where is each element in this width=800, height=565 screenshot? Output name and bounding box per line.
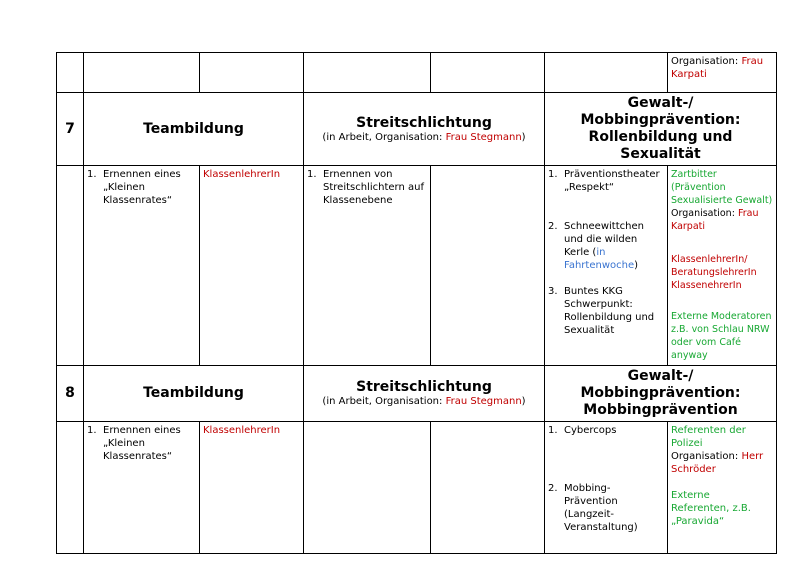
cell-empty: [83, 52, 200, 93]
header-gewaltpraevention: Gewalt-/ Mobbingprävention: Mobbingpräve…: [544, 365, 777, 422]
section-7-content: 1. Ernennen eines „Kleinen Klassenrates“…: [56, 165, 777, 366]
org-label: Organisation:: [671, 56, 739, 67]
cell-gewalt-resp: Referenten der Polizei Organisation: Her…: [667, 421, 777, 554]
section-7-header: 7 Teambildung Streitschlichtung (in Arbe…: [56, 92, 777, 166]
list-item: 1. Cybercops: [548, 425, 617, 436]
cell-top-org: Organisation: Frau Karpati: [667, 52, 777, 93]
cell-empty: [303, 52, 431, 93]
list-item: 1. Ernennen von Streitschlichtern auf Kl…: [307, 169, 424, 206]
cell-empty: [199, 52, 304, 93]
header-gewaltpraevention: Gewalt-/ Mobbingprävention: Rollenbildun…: [544, 92, 777, 166]
header-title: Rollenbildung und Sexualität: [588, 129, 733, 162]
header-title: Gewalt-/ Mobbingprävention:: [580, 368, 741, 401]
header-streitschlichtung: Streitschlichtung (in Arbeit, Organisati…: [303, 365, 545, 422]
header-subtitle: (in Arbeit, Organisation: Frau Stegmann): [322, 131, 526, 143]
cell-gewalt-items: 1. Präventionstheater „Respekt“ 2. Schne…: [544, 165, 668, 366]
org-name: Frau: [741, 56, 764, 67]
organizer-name: Frau Stegmann: [445, 396, 522, 407]
table-row-top: Organisation: Frau Karpati: [56, 52, 777, 93]
cell-empty: [56, 421, 84, 554]
cell-empty: [56, 165, 84, 366]
organizer-name: Frau Stegmann: [445, 131, 522, 143]
section-number: 7: [56, 92, 84, 166]
header-title: Gewalt-/ Mobbingprävention:: [580, 95, 741, 128]
document-page: Organisation: Frau Karpati 7 Teambildung…: [56, 52, 777, 554]
section-8-content: 1. Ernennen eines „Kleinen Klassenrates“…: [56, 421, 777, 554]
cell-empty: [430, 52, 545, 93]
cell-empty: [430, 421, 545, 554]
cell-empty: [303, 421, 431, 554]
section-8-header: 8 Teambildung Streitschlichtung (in Arbe…: [56, 365, 777, 422]
cell-team-item: 1. Ernennen eines „Kleinen Klassenrates“: [83, 165, 200, 366]
cell-streit-item: 1. Ernennen von Streitschlichtern auf Kl…: [303, 165, 431, 366]
cell-gewalt-items: 1. Cybercops 2. Mobbing- Prävention (Lan…: [544, 421, 668, 554]
header-title: Streitschlichtung: [356, 379, 492, 395]
header-title: Mobbingprävention: [583, 402, 738, 418]
section-number: 8: [56, 365, 84, 422]
header-streitschlichtung: Streitschlichtung (in Arbeit, Organisati…: [303, 92, 545, 166]
cell-team-resp: KlassenlehrerIn: [199, 421, 304, 554]
cell-empty: [56, 52, 84, 93]
header-teambildung: Teambildung: [83, 365, 304, 422]
header-title: Teambildung: [143, 120, 244, 137]
list-item: 1. Ernennen eines „Kleinen Klassenrates“: [87, 169, 181, 206]
list-item: 3. Buntes KKG Schwerpunkt: Rollenbildung…: [548, 286, 655, 336]
cell-empty: [544, 52, 668, 93]
cell-empty: [430, 165, 545, 366]
list-item: 2. Schneewittchen und die wilden Kerle (…: [548, 221, 644, 271]
header-subtitle: (in Arbeit, Organisation: Frau Stegmann): [322, 396, 526, 407]
header-teambildung: Teambildung: [83, 92, 304, 166]
list-item: 1. Ernennen eines „Kleinen Klassenrates“: [87, 425, 181, 462]
responsible: KlassenlehrerIn: [203, 169, 281, 180]
cell-team-resp: KlassenlehrerIn: [199, 165, 304, 366]
program-table: Organisation: Frau Karpati 7 Teambildung…: [56, 52, 777, 554]
cell-gewalt-resp: Zartbitter (Prävention Sexualisierte Gew…: [667, 165, 777, 366]
header-title: Teambildung: [143, 385, 244, 401]
header-title: Streitschlichtung: [356, 114, 492, 131]
responsible: KlassenlehrerIn: [203, 425, 281, 436]
list-item: 2. Mobbing- Prävention (Langzeit- Verans…: [548, 483, 638, 533]
list-item: 1. Präventionstheater „Respekt“: [548, 169, 660, 193]
org-name: Karpati: [671, 69, 707, 80]
cell-team-item: 1. Ernennen eines „Kleinen Klassenrates“: [83, 421, 200, 554]
